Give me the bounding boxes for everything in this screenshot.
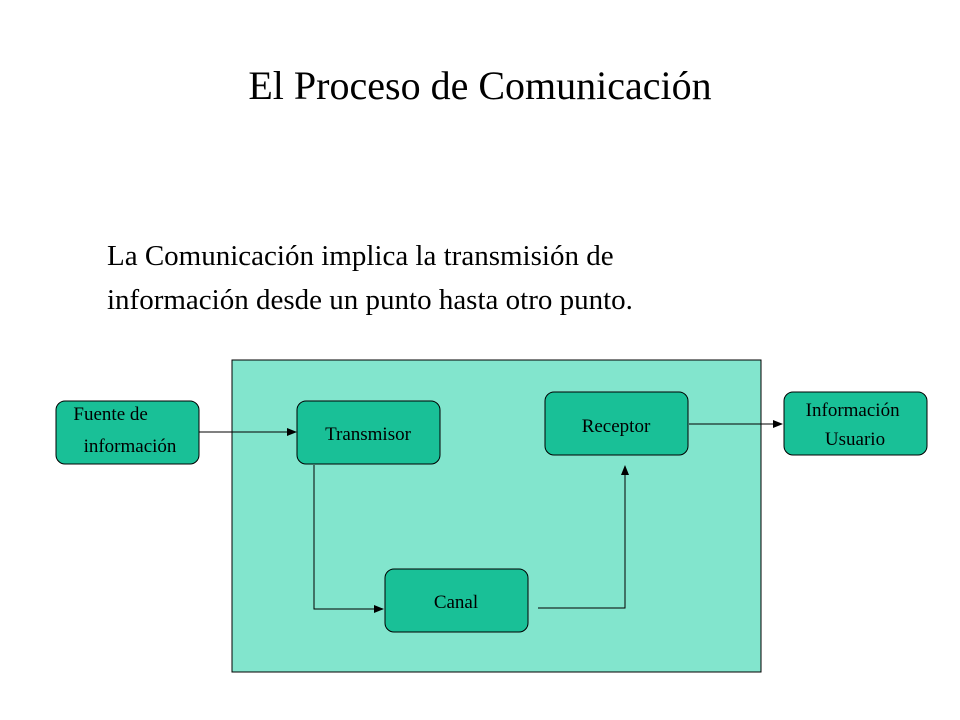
arrow-canal-to-receptor bbox=[538, 465, 629, 609]
node-fuente-line-1: Fuente de bbox=[73, 404, 147, 425]
node-receptor-label: Receptor bbox=[582, 416, 651, 437]
body-text: La Comunicación implica la transmisión d… bbox=[107, 234, 867, 322]
node-receptor: Receptor bbox=[544, 391, 689, 456]
node-usuario: Información Usuario bbox=[783, 391, 928, 456]
node-usuario-line-2: Usuario bbox=[825, 429, 885, 450]
node-canal-label: Canal bbox=[434, 592, 478, 613]
node-transmisor: Transmisor bbox=[296, 400, 441, 465]
svg-text:Información Usuario: Información Usuario bbox=[806, 400, 905, 450]
svg-text:Canal: Canal bbox=[434, 592, 478, 613]
node-usuario-line-1: Información bbox=[806, 400, 900, 421]
node-fuente: Fuente de información bbox=[55, 400, 200, 465]
svg-text:Receptor: Receptor bbox=[582, 416, 651, 437]
body-line-1: La Comunicación implica la transmisión d… bbox=[107, 240, 614, 272]
node-transmisor-label: Transmisor bbox=[325, 424, 412, 445]
svg-text:Fuente de información: Fuente de información bbox=[73, 404, 177, 457]
node-fuente-line-2: información bbox=[84, 436, 177, 457]
arrow-transmisor-to-canal bbox=[313, 465, 384, 613]
slide-title: El Proceso de Comunicación bbox=[248, 63, 712, 108]
node-canal: Canal bbox=[384, 568, 529, 633]
body-line-2: información desde un punto hasta otro pu… bbox=[107, 284, 633, 316]
svg-text:Transmisor: Transmisor bbox=[325, 424, 412, 445]
